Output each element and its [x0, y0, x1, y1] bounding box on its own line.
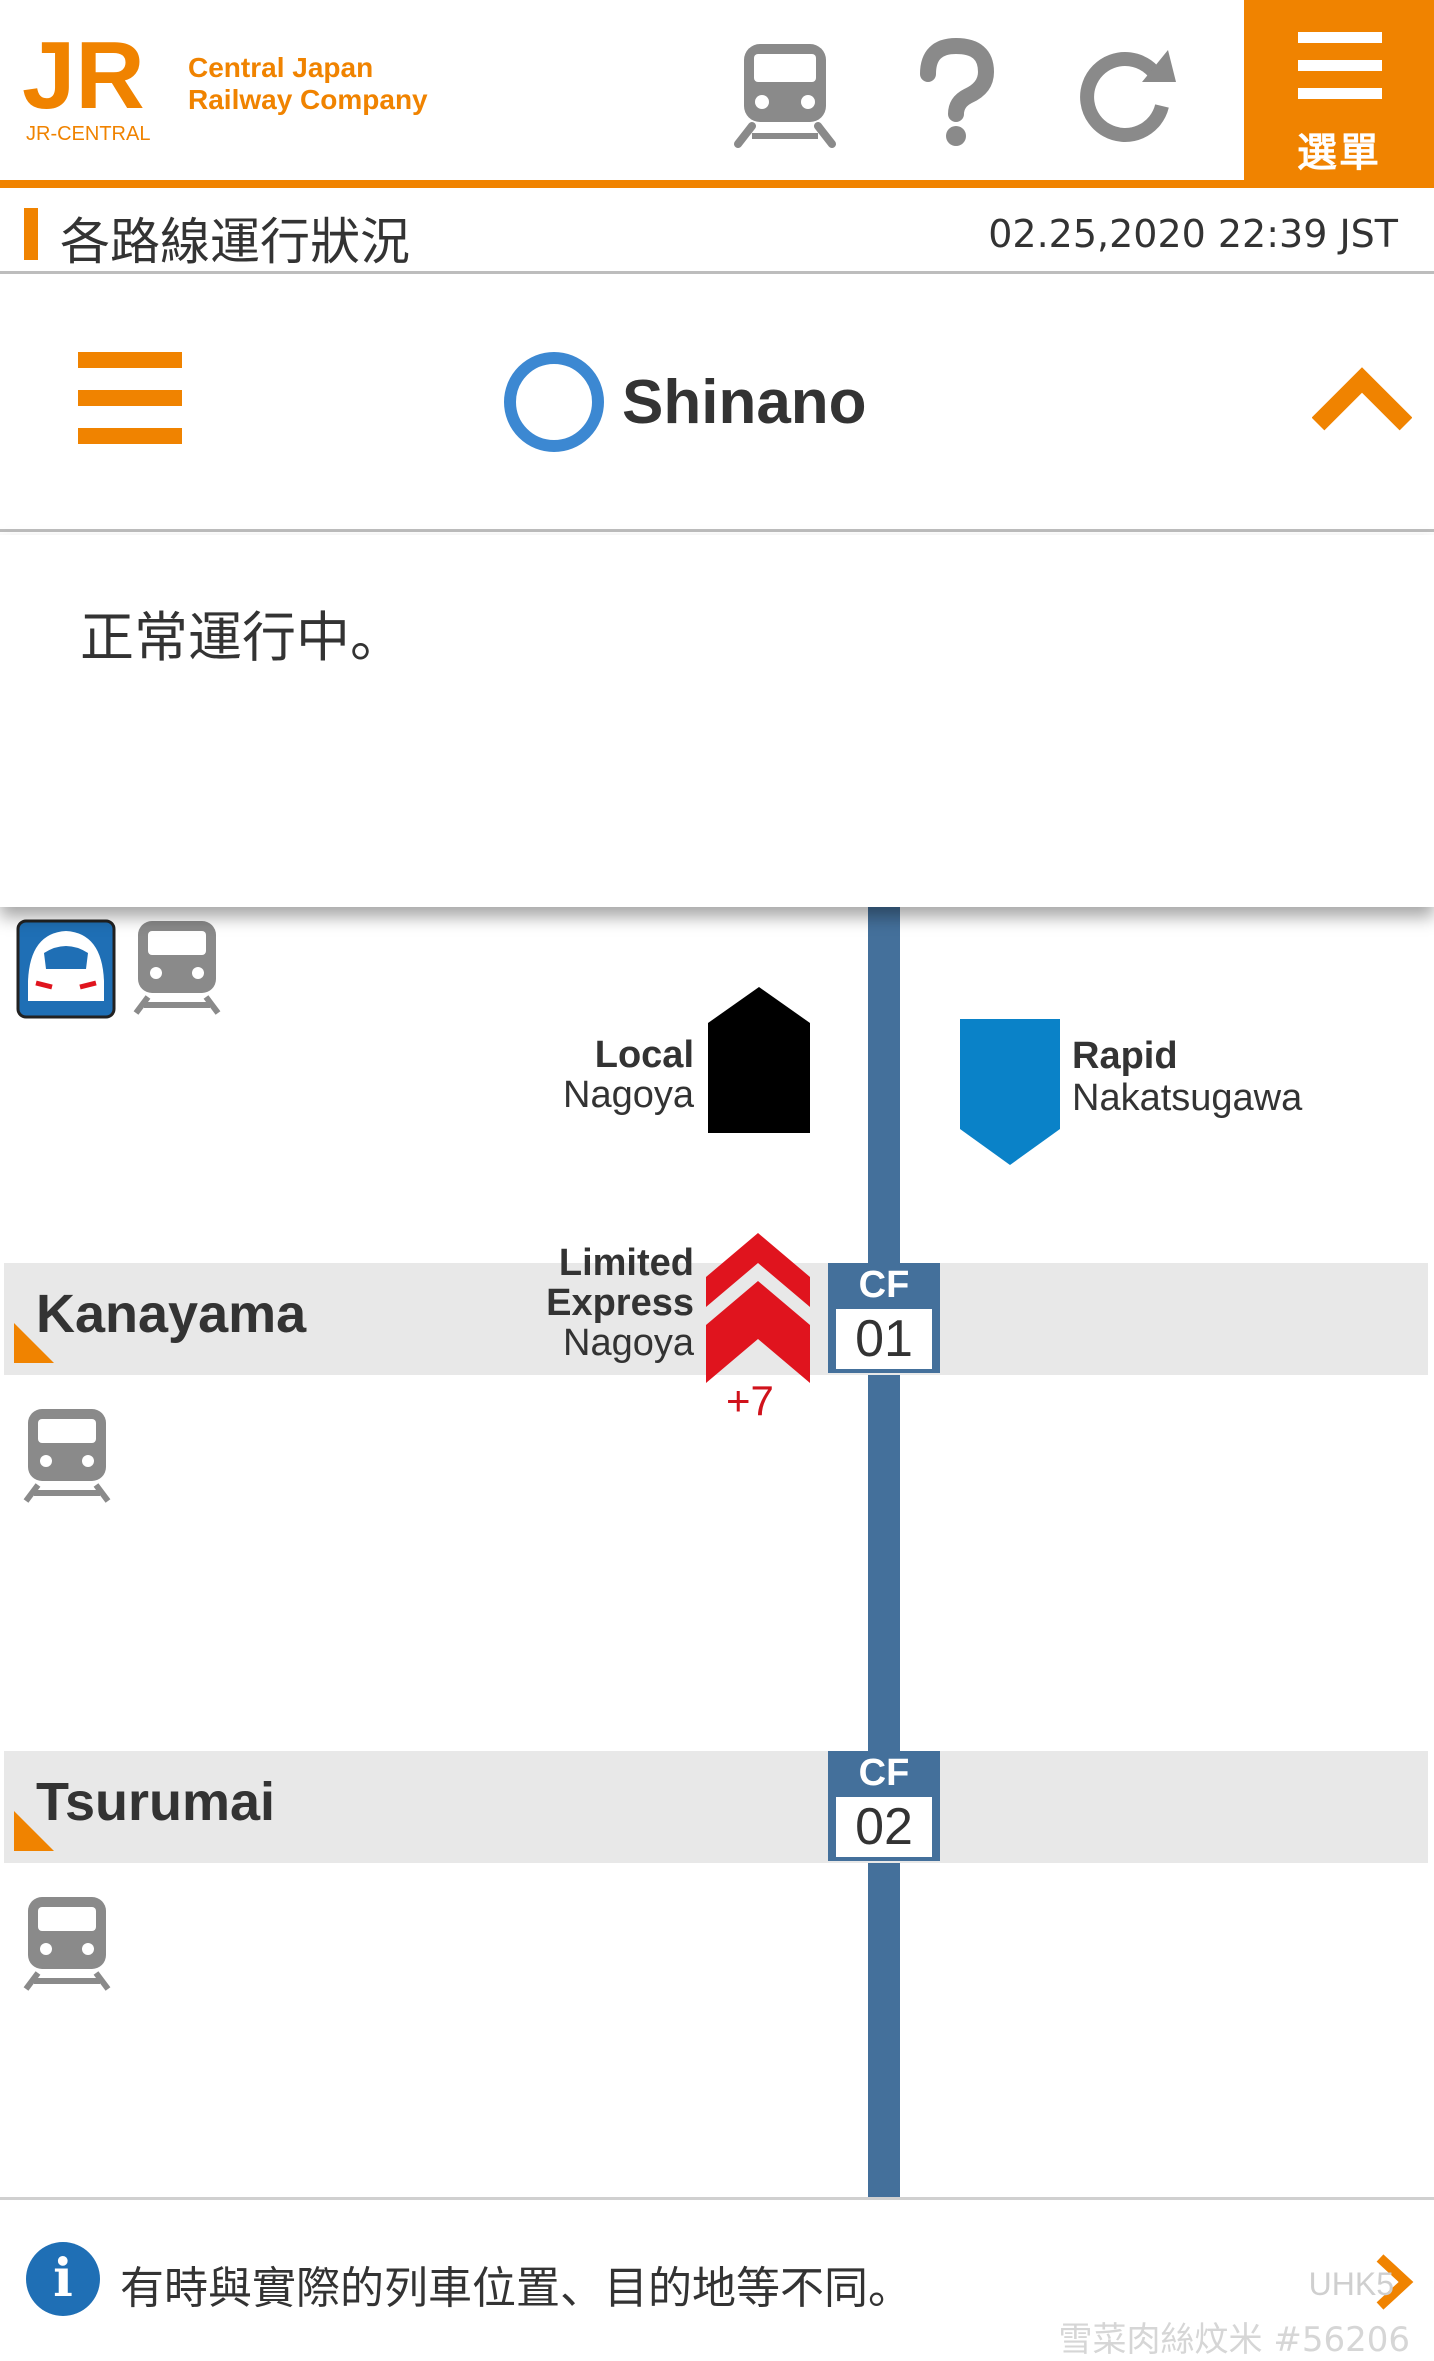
line-selector-panel: Shinano	[0, 276, 1434, 532]
train-label-limited-express: Limited Express Nagoya	[546, 1242, 694, 1364]
track-line	[868, 907, 900, 2197]
line-ring-icon	[504, 352, 604, 452]
train-position-map[interactable]: Local Nagoya Rapid Nakatsugawa Kanayama …	[0, 907, 1434, 2197]
svg-text:JR: JR	[22, 36, 145, 129]
train-marker-rapid[interactable]	[960, 1019, 1060, 1165]
station-name: Kanayama	[36, 1284, 307, 1344]
station-code-badge: CF 01	[828, 1263, 940, 1373]
notice-text: 有時與實際的列車位置、目的地等不同。	[120, 2263, 912, 2314]
page-title-row: 各路線運行狀況 02.25,2020 22:39 JST	[0, 196, 1434, 274]
station-corner-marker	[14, 1811, 54, 1851]
station-code-badge: CF 02	[828, 1751, 940, 1861]
train-icon	[23, 1897, 111, 1991]
train-icon[interactable]	[730, 38, 840, 148]
station-name: Tsurumai	[36, 1772, 276, 1832]
train-label-local: Local Nagoya	[563, 1034, 694, 1116]
help-icon[interactable]	[900, 38, 1010, 148]
status-message: 正常運行中。	[80, 606, 404, 669]
watermark-brand: UHK5	[1308, 2266, 1394, 2302]
refresh-icon[interactable]	[1072, 38, 1182, 148]
delay-badge: +7	[726, 1377, 774, 1424]
timestamp: 02.25,2020 22:39 JST	[988, 212, 1398, 256]
status-panel: 正常運行中。	[0, 535, 1434, 907]
line-name: Shinano	[622, 367, 867, 437]
company-name: Central Japan Railway Company	[188, 52, 428, 115]
footer-notice[interactable]: i 有時與實際的列車位置、目的地等不同。 UHK5 雪菜肉絲炆米 #56206	[0, 2197, 1434, 2361]
menu-button[interactable]: 選單	[1244, 0, 1434, 180]
menu-label: 選單	[1297, 130, 1381, 176]
line-list-button[interactable]	[78, 352, 182, 452]
chevron-up-icon[interactable]	[1312, 366, 1412, 436]
title-accent-bar	[24, 208, 38, 260]
line-title: Shinano	[504, 350, 867, 454]
menu-icon	[1298, 32, 1382, 102]
chevron-right-icon[interactable]	[1374, 2252, 1414, 2312]
train-marker-limited-express[interactable]	[706, 1233, 810, 1383]
train-marker-local[interactable]	[708, 987, 810, 1133]
watermark-text: 雪菜肉絲炆米 #56206	[1058, 2320, 1410, 2360]
shinkansen-view-icon[interactable]	[16, 919, 116, 1019]
train-label-rapid: Rapid Nakatsugawa	[1072, 1035, 1303, 1119]
info-icon: i	[26, 2242, 100, 2316]
page-title: 各路線運行狀況	[60, 213, 410, 271]
train-icon	[23, 1409, 111, 1503]
jr-central-logo[interactable]: JR JR-CENTRAL	[22, 36, 172, 146]
app-header: JR JR-CENTRAL Central Japan Railway Comp…	[0, 0, 1434, 188]
train-view-icon[interactable]	[132, 917, 222, 1017]
svg-text:JR-CENTRAL: JR-CENTRAL	[26, 123, 150, 145]
station-row-tsurumai[interactable]	[4, 1751, 1428, 1863]
station-corner-marker	[14, 1323, 54, 1363]
